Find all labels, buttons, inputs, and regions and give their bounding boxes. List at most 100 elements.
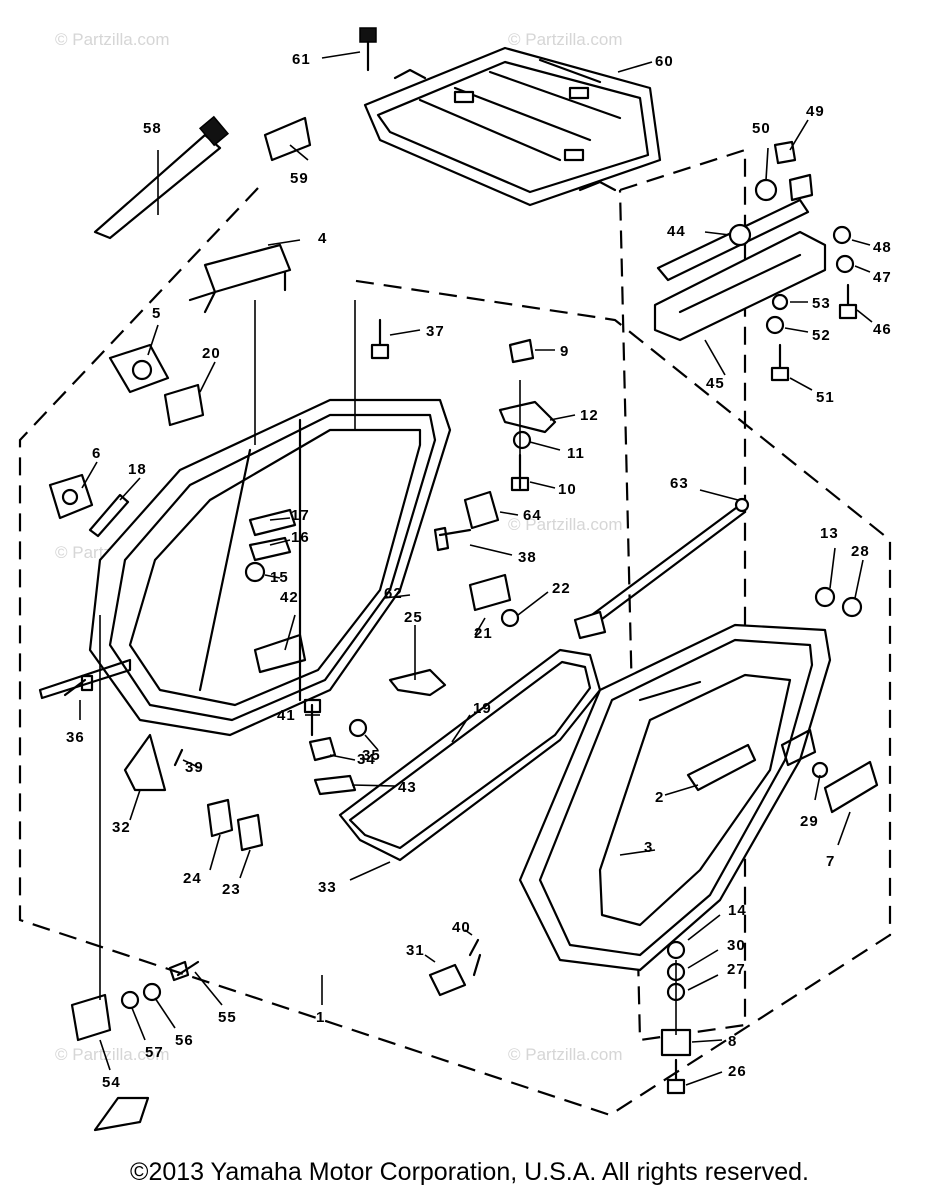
bolt-40 [468, 938, 482, 977]
callout-label: 56 [175, 1032, 194, 1049]
bracket-25 [388, 668, 447, 697]
callout-label: 8 [728, 1033, 737, 1050]
handle-4 [188, 243, 292, 314]
callout-label: 30 [727, 937, 746, 954]
callout-label: 36 [66, 729, 85, 746]
callout-label: 41 [277, 707, 296, 724]
callout-label: 25 [404, 609, 423, 626]
nut-47 [835, 254, 855, 274]
bolt-61 [359, 27, 377, 72]
callout-label: 52 [812, 327, 831, 344]
bolt-55 [168, 960, 200, 982]
carrier-rack [363, 46, 662, 207]
callout-label: 28 [851, 543, 870, 560]
stay-32 [123, 733, 167, 792]
latch-5 [108, 343, 170, 394]
callout-label: 2 [655, 789, 664, 806]
callout-label: 3 [644, 839, 653, 856]
bracket-31 [428, 963, 467, 997]
label-59 [263, 116, 312, 162]
callout-label: 27 [727, 961, 746, 978]
callout-label: 4 [318, 230, 327, 247]
bolt-46 [838, 283, 858, 320]
bolt-37 [370, 318, 390, 360]
nut-11 [512, 430, 532, 450]
watermark: © Partzilla.com [55, 1045, 170, 1064]
saddlebag-frame [88, 398, 452, 737]
pad-43 [313, 774, 357, 796]
damper-8 [660, 1028, 692, 1057]
saddlebag-lid [518, 623, 832, 972]
parts-exploded-diagram: © Partzilla.com © Partzilla.com © Partzi… [18, 27, 892, 1132]
callout-label: 45 [706, 375, 725, 392]
washer-53 [771, 293, 789, 311]
callout-label: 7 [826, 853, 835, 870]
callout-label: 5 [152, 305, 161, 322]
strap-16 [248, 536, 292, 562]
bolt-51 [770, 343, 790, 382]
callout-label: 57 [145, 1044, 164, 1061]
washer-52 [765, 315, 785, 335]
watermark-group: © Partzilla.com © Partzilla.com © Partzi… [55, 30, 623, 1064]
callout-label: 55 [218, 1009, 237, 1026]
lock-6 [48, 473, 94, 520]
plate-42 [253, 633, 307, 674]
nut-49 [773, 140, 797, 165]
bolt-10 [510, 453, 530, 492]
callout-label: 1 [316, 1009, 325, 1026]
callout-label: 59 [290, 170, 309, 187]
strap-17 [248, 508, 297, 537]
callout-label: 53 [812, 295, 831, 312]
callout-label: 34 [357, 751, 376, 768]
callout-label: 6 [92, 445, 101, 462]
callout-label: 38 [518, 549, 537, 566]
callout-label: 29 [800, 813, 819, 830]
callout-label: 64 [523, 507, 542, 524]
washer-50 [754, 178, 778, 202]
callout-label: 60 [655, 53, 674, 70]
callout-label: 33 [318, 879, 337, 896]
callout-label: 35 [362, 747, 381, 764]
watermark: © Partzilla.com [508, 30, 623, 49]
leader-lines [79, 51, 873, 1086]
bolt-41 [303, 698, 322, 737]
callout-label: 23 [222, 881, 241, 898]
callout-label: 12 [580, 407, 599, 424]
grommet-28 [841, 596, 863, 618]
nut-48 [832, 225, 852, 245]
callout-label: 58 [143, 120, 162, 137]
reflector-7 [823, 760, 879, 814]
grommet-13 [814, 586, 836, 608]
plate-20 [163, 383, 205, 427]
callout-label: 15 [270, 569, 289, 586]
callout-label: 46 [873, 321, 892, 338]
reflector-29 [780, 728, 817, 767]
callout-label: 13 [820, 525, 839, 542]
block-54 [70, 993, 112, 1042]
watermark: © Partzilla.com [508, 1045, 623, 1064]
callout-label: 22 [552, 580, 571, 597]
callout-label: 48 [873, 239, 892, 256]
watermark: © Partzilla.com [508, 515, 623, 534]
plate-21 [468, 573, 512, 612]
callout-label: 18 [128, 461, 147, 478]
callout-label: 63 [670, 475, 689, 492]
callout-label: 51 [816, 389, 835, 406]
detail-boundary [618, 148, 747, 1042]
bolt-39 [173, 748, 184, 767]
hinge-assembly [653, 173, 827, 342]
bracket-9 [508, 338, 535, 364]
callout-label: 50 [752, 120, 771, 137]
support-rod-63 [573, 497, 750, 640]
bracket-24 [206, 798, 234, 838]
callout-label: 39 [185, 759, 204, 776]
callout-label: 9 [560, 343, 569, 360]
bolt-38 [433, 526, 472, 552]
callout-label: 26 [728, 1063, 747, 1080]
clip-64 [463, 490, 500, 530]
strap-58 [93, 115, 230, 240]
grommet-29 [811, 761, 829, 779]
callout-label: 44 [667, 223, 686, 240]
clip-34 [308, 736, 337, 762]
inner-case-33 [338, 648, 602, 862]
